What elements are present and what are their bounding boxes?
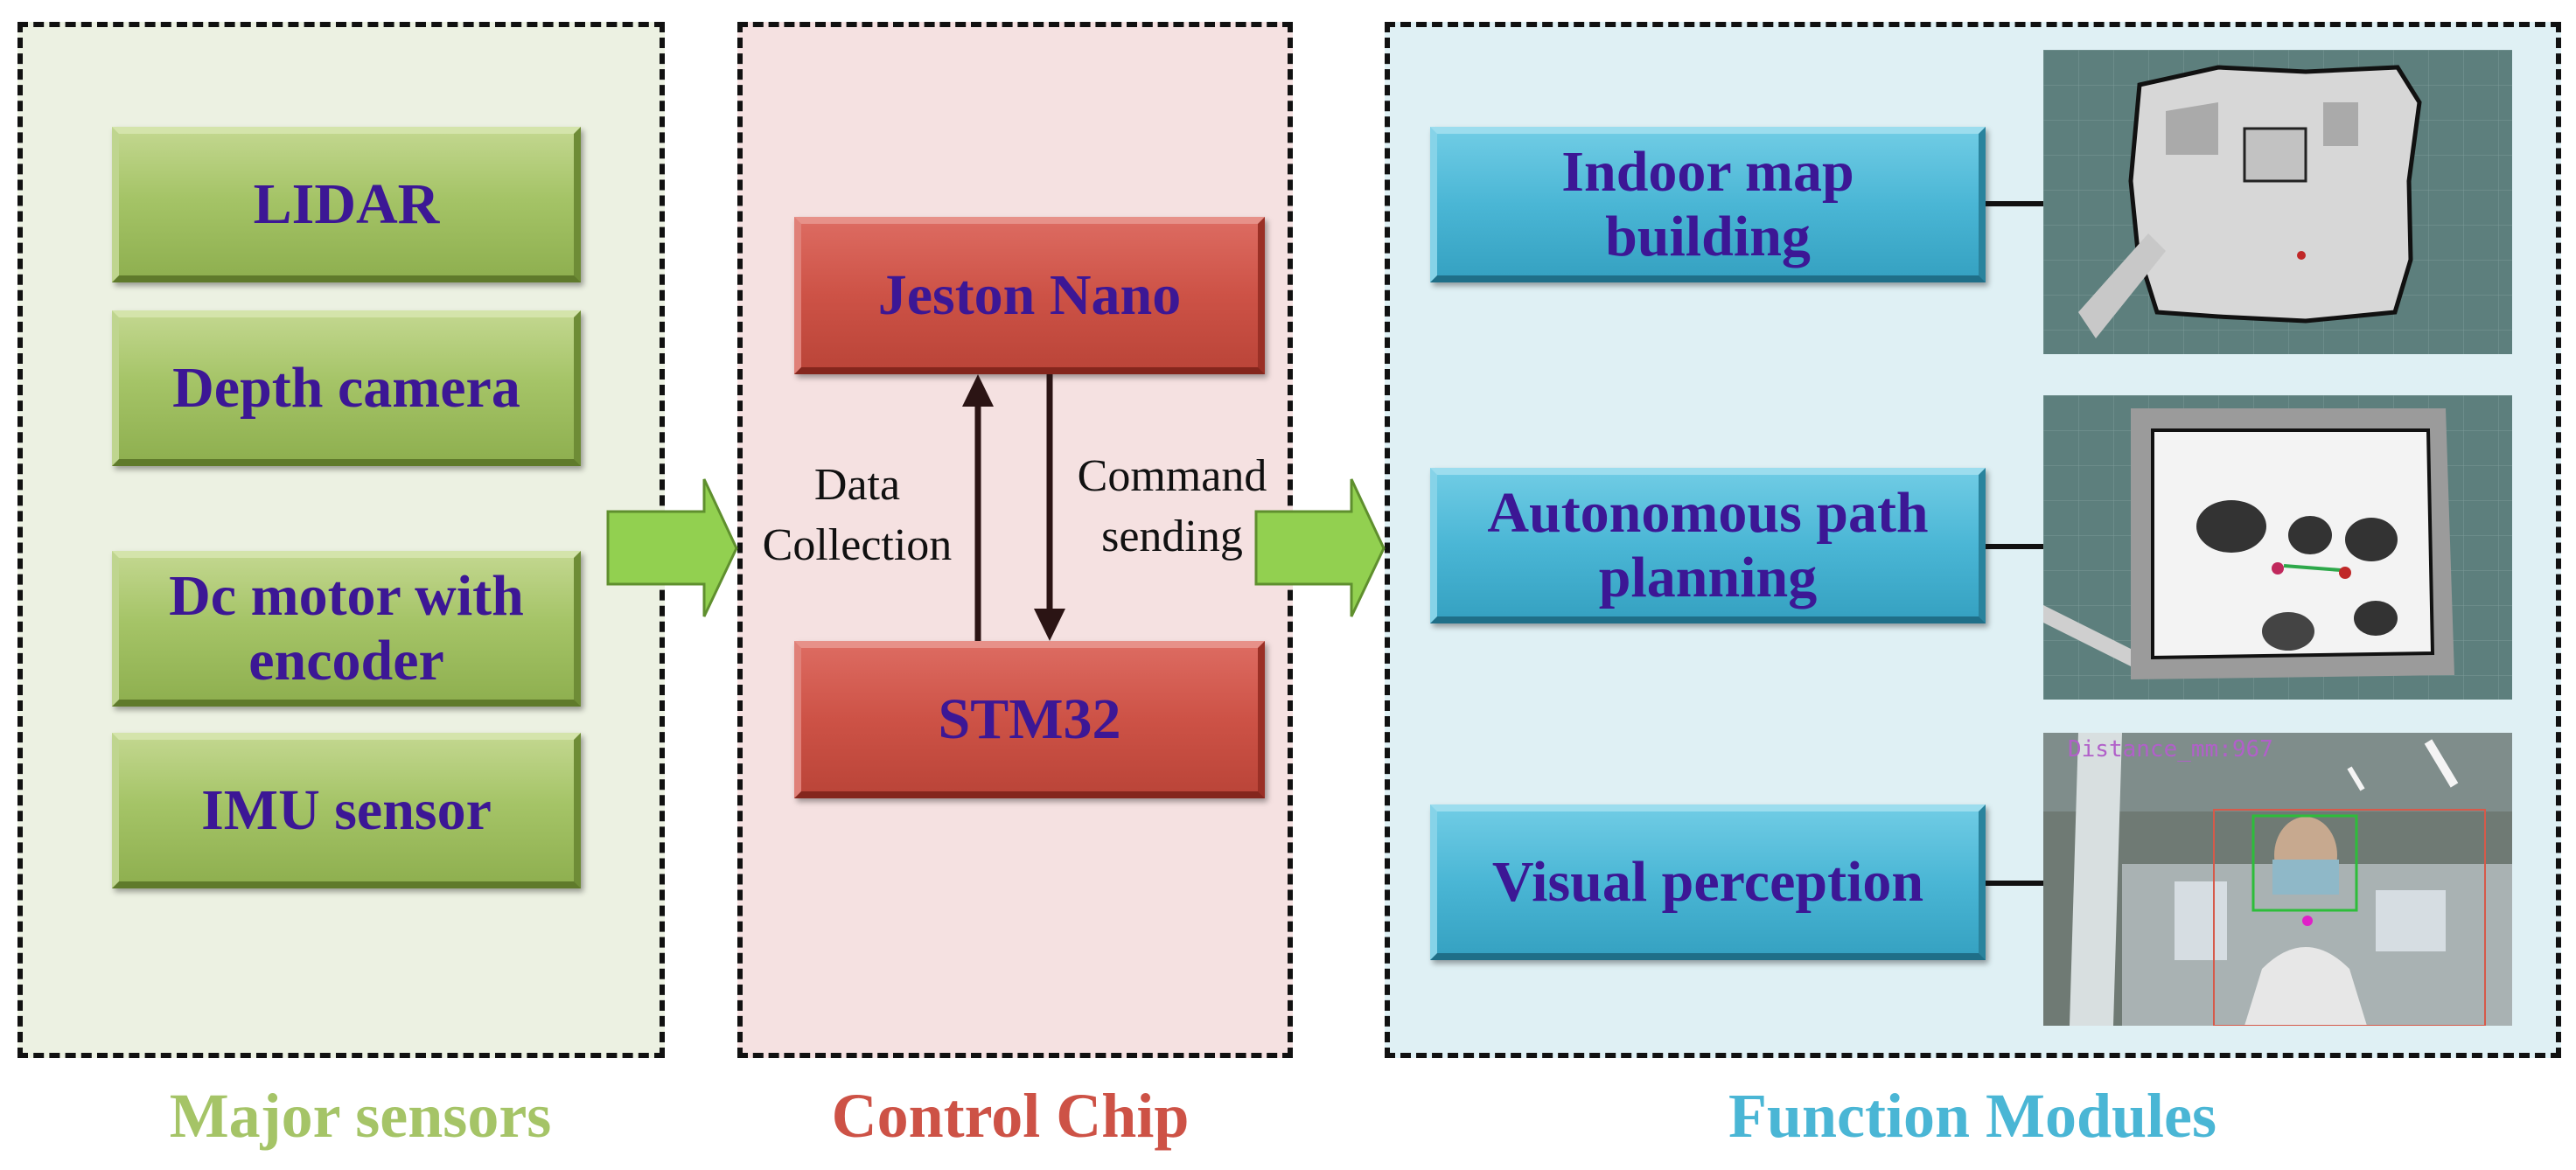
map-thumbnail-graphic bbox=[2043, 50, 2512, 354]
command-sending-line2: sending bbox=[1101, 512, 1243, 562]
path-planning-label-line1: Autonomous path bbox=[1487, 481, 1929, 546]
camera-thumbnail: Distance_mm:967 bbox=[2043, 733, 2512, 1026]
path-planning-thumbnail-graphic bbox=[2043, 395, 2512, 700]
camera-thumbnail-graphic bbox=[2043, 733, 2512, 1026]
data-collection-line2: Collection bbox=[762, 520, 953, 571]
control-chip-panel bbox=[737, 22, 1293, 1058]
depth-camera-label: Depth camera bbox=[172, 356, 520, 421]
control-to-function-arrow bbox=[1254, 478, 1386, 617]
sensors-to-control-arrow bbox=[606, 478, 738, 617]
imu-sensor-box: IMU sensor bbox=[112, 733, 581, 888]
dc-motor-label-line1: Dc motor with bbox=[169, 564, 524, 629]
data-collection-line1: Data bbox=[813, 460, 901, 510]
function-modules-caption: Function Modules bbox=[1728, 1081, 2217, 1151]
lidar-label: LIDAR bbox=[253, 172, 440, 237]
command-sending-arrow-head bbox=[1034, 609, 1065, 641]
map-thumbnail bbox=[2043, 50, 2512, 354]
control-chip-caption: Control Chip bbox=[831, 1081, 1190, 1151]
connector-visual bbox=[1986, 881, 2043, 886]
jetson-nano-label: Jeston Nano bbox=[877, 263, 1182, 328]
major-sensors-caption: Major sensors bbox=[169, 1081, 552, 1151]
dc-motor-box: Dc motor with encoder bbox=[112, 551, 581, 707]
dc-motor-label-line2: encoder bbox=[248, 629, 444, 693]
path-planning-label-line2: planning bbox=[1598, 546, 1818, 609]
lidar-box: LIDAR bbox=[112, 127, 581, 282]
indoor-map-box: Indoor map building bbox=[1430, 127, 1986, 282]
distance-overlay-text: Distance_mm:967 bbox=[2068, 736, 2273, 763]
stm32-label: STM32 bbox=[938, 687, 1121, 752]
path-planning-thumbnail bbox=[2043, 395, 2512, 700]
depth-camera-box: Depth camera bbox=[112, 310, 581, 466]
imu-sensor-label: IMU sensor bbox=[201, 778, 492, 843]
indoor-map-label-line2: building bbox=[1605, 205, 1811, 268]
stm32-box: STM32 bbox=[794, 641, 1265, 798]
connector-map bbox=[1986, 201, 2043, 206]
indoor-map-label-line1: Indoor map bbox=[1561, 140, 1854, 205]
command-sending-line1: Command bbox=[1077, 451, 1267, 501]
visual-perception-box: Visual perception bbox=[1430, 804, 1986, 960]
command-sending-label: Command sending bbox=[1054, 446, 1290, 567]
path-planning-box: Autonomous path planning bbox=[1430, 468, 1986, 623]
visual-perception-label: Visual perception bbox=[1491, 850, 1924, 915]
jetson-nano-box: Jeston Nano bbox=[794, 217, 1265, 374]
data-collection-arrow-head bbox=[962, 374, 994, 407]
connector-path bbox=[1986, 544, 2043, 549]
data-collection-label: Data Collection bbox=[743, 455, 971, 575]
